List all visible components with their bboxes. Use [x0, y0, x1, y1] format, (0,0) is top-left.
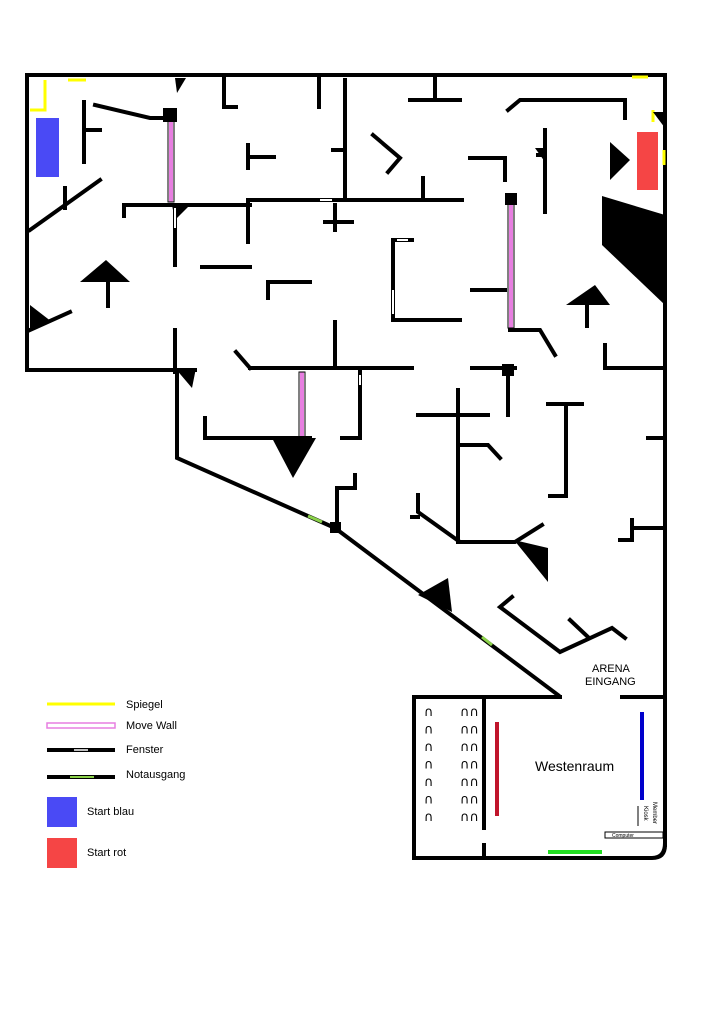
westenraum-label: Westenraum [535, 758, 614, 774]
chair: ∩ [424, 793, 434, 808]
obstacles [30, 78, 665, 612]
chair-pair: ∩∩ [460, 723, 479, 738]
legend-spiegel-label: Spiegel [126, 699, 163, 711]
kiosk-label: Kiosk [642, 806, 648, 822]
legend-fenster-label: Fenster [126, 744, 164, 756]
arena-entrance-label-line1: ARENA [592, 663, 631, 675]
legend-move-wall-label: Move Wall [126, 720, 177, 732]
computer-label: Computer [612, 833, 634, 839]
legend-start-blau-label: Start blau [87, 806, 134, 818]
windows [174, 199, 509, 385]
legend-start-blau-swatch [47, 797, 77, 827]
legend-start-rot-label: Start rot [87, 847, 126, 859]
chair: ∩ [424, 740, 434, 755]
outer-walls [25, 73, 668, 860]
legend: Spiegel Move Wall Fenster Notausgang Sta… [46, 699, 185, 868]
start-blau-area [36, 118, 59, 177]
chair-pair: ∩∩ [460, 775, 479, 790]
legend-notausgang-label: Notausgang [126, 769, 185, 781]
chair: ∩ [424, 758, 434, 773]
chair-pair: ∩∩ [460, 758, 479, 773]
chair: ∩ [424, 723, 434, 738]
pillars [163, 108, 517, 533]
start-rot-area [637, 132, 658, 190]
westenraum-room: Computer Kiosk Member Westenraum [482, 695, 664, 860]
move-walls [169, 120, 513, 438]
blue-bench [640, 712, 644, 800]
legend-move-wall-swatch [46, 722, 116, 729]
arena-entrance-label-line2: EINGANG [585, 676, 636, 688]
computer-desk [604, 831, 664, 839]
interior-walls-lower [203, 370, 664, 655]
chair: ∩ [424, 810, 434, 825]
red-bench [495, 722, 499, 816]
chair-pair: ∩∩ [460, 793, 479, 808]
interior-walls-upper [27, 76, 664, 374]
chair-rows: ∩∩∩∩∩∩∩∩∩∩∩∩∩∩∩∩∩∩∩∩∩ [424, 705, 479, 825]
chair-pair: ∩∩ [460, 740, 479, 755]
chair-pair: ∩∩ [460, 705, 479, 720]
green-exit [548, 850, 602, 854]
chair: ∩ [424, 705, 434, 720]
chair: ∩ [424, 775, 434, 790]
move-wall-outlines [167, 119, 515, 439]
member-label: Member [651, 802, 657, 824]
chair-pair: ∩∩ [460, 810, 479, 825]
emergency-exits [307, 514, 493, 647]
legend-start-rot-swatch [47, 838, 77, 868]
mirrors [30, 75, 666, 165]
